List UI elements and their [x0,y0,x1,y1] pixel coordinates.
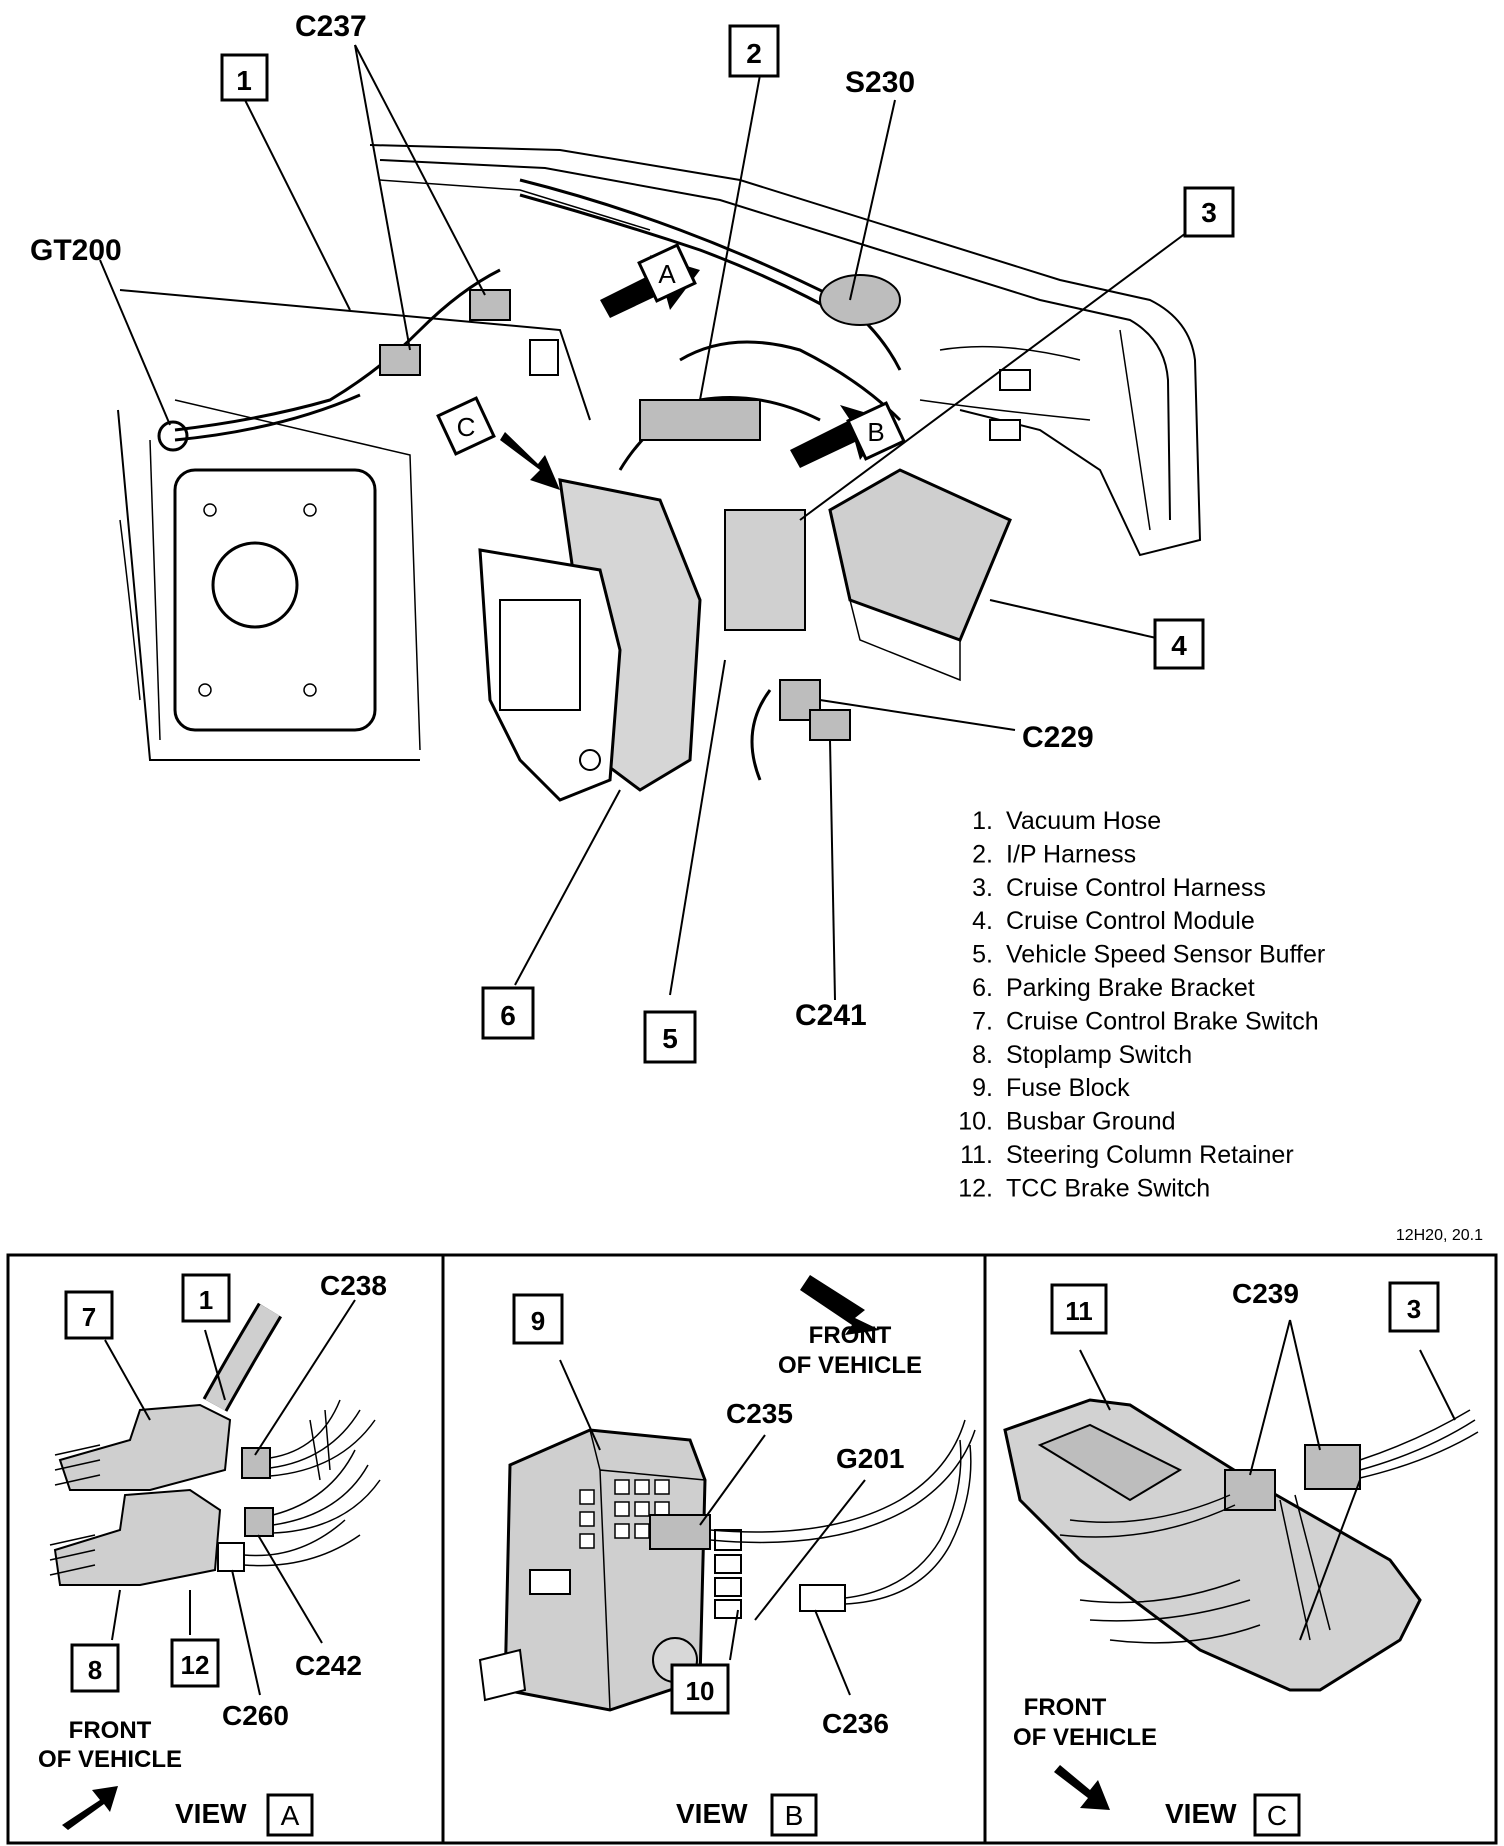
legend-label: Fuse Block [1006,1074,1130,1102]
view-marker-a: A [637,243,697,303]
view-marker-b: B [846,401,906,461]
view-c-box-3: 3 [1407,1294,1421,1324]
legend-number: 1. [972,807,993,835]
legend-label: Busbar Ground [1006,1108,1176,1136]
connector-c236 [799,1584,846,1612]
label-gt200: GT200 [30,234,122,267]
svg-text:4: 4 [1171,630,1187,661]
view-a-box-1: 1 [199,1285,213,1315]
label-c239: C239 [1232,1278,1299,1309]
legend-label: Vacuum Hose [1006,807,1161,835]
view-b-box-9: 9 [531,1306,545,1336]
legend-label: Vehicle Speed Sensor Buffer [1006,941,1325,969]
label-c241: C241 [795,999,867,1032]
view-c-front-1: FRONT [1024,1694,1107,1721]
connector-c242 [244,1507,274,1537]
leader-lines-main [99,44,1191,1001]
views-frame [6,1253,1498,1845]
view-marker-c: C [436,396,496,456]
label-c260: C260 [222,1700,289,1731]
callout-box-5: 5 [643,1010,697,1064]
legend-number: 5. [972,941,993,969]
svg-text:3: 3 [1201,197,1217,228]
legend-number: 11. [960,1141,993,1169]
view-b-title: VIEW [676,1798,748,1829]
callout-box-1: 1 [220,53,269,102]
legend-number: 6. [972,974,993,1002]
label-c229: C229 [1022,721,1094,754]
label-c236: C236 [822,1708,889,1739]
view-c-box-11: 11 [1065,1296,1093,1326]
legend-label: Parking Brake Bracket [1006,974,1255,1002]
connector-c239-b [1304,1444,1361,1490]
callouts-main: C237 GT200 S230 C229 C241 1 2 3 4 5 6 [30,10,1235,1064]
view-a-letter: A [281,1800,300,1831]
svg-text:1: 1 [236,65,252,96]
view-c-title: VIEW [1165,1798,1237,1829]
legend-label: I/P Harness [1006,840,1136,868]
view-a-box-8: 8 [88,1655,102,1685]
connector-c239-a [1224,1469,1276,1511]
label-c235: C235 [726,1398,793,1429]
svg-text:C: C [457,412,476,442]
legend-label: Stoplamp Switch [1006,1041,1192,1069]
legend-label: Cruise Control Brake Switch [1006,1007,1319,1035]
view-b-panel: FRONT OF VEHICLE 9 10 C235 G201 C236 VIE… [478,1275,976,1837]
svg-text:A: A [658,259,676,289]
view-b-front-2: OF VEHICLE [778,1352,922,1379]
svg-text:2: 2 [746,38,762,69]
callout-box-2: 2 [728,24,780,78]
view-a-box-7: 7 [82,1302,96,1332]
legend: 1. Vacuum Hose 2. I/P Harness 3. Cruise Contr… [958,807,1325,1202]
legend-label: Cruise Control Harness [1006,874,1266,902]
callout-box-6: 6 [481,986,535,1040]
legend-label: TCC Brake Switch [1006,1174,1210,1202]
legend-label: Cruise Control Module [1006,907,1255,935]
callout-box-4: 4 [1153,618,1205,670]
legend-number: 4. [972,907,993,935]
legend-number: 12. [958,1174,993,1202]
main-illustration [117,144,1202,802]
view-b-front-1: FRONT [809,1322,892,1349]
legend-number: 9. [972,1074,993,1102]
svg-text:6: 6 [500,1000,516,1031]
view-c-panel: 11 3 C239 FRONT OF VEHICLE VIEW C [1003,1278,1479,1837]
view-a-box-12: 12 [181,1650,210,1680]
view-b-letter: B [785,1800,804,1831]
figure-code: 12H20, 20.1 [1396,1227,1483,1244]
label-s230: S230 [845,66,915,99]
view-c-front-2: OF VEHICLE [1013,1724,1157,1751]
callout-box-3: 3 [1183,186,1235,238]
connector-c235 [649,1514,711,1550]
svg-text:B: B [867,417,884,447]
view-a-panel: 7 1 8 12 C238 C242 C260 FRONT OF VEHICLE… [38,1270,387,1837]
view-c-front-arrow-icon [1054,1765,1110,1810]
legend-number: 3. [972,874,993,902]
connector-c260 [217,1542,245,1572]
svg-text:5: 5 [662,1023,678,1054]
label-c238: C238 [320,1270,387,1301]
view-a-front-1: FRONT [69,1717,152,1744]
legend-label: Steering Column Retainer [1006,1141,1294,1169]
view-b-box-10: 10 [686,1676,715,1706]
view-c-letter: C [1267,1800,1287,1831]
view-a-front-2: OF VEHICLE [38,1746,182,1773]
label-c242: C242 [295,1650,362,1681]
view-b-front-arrow-icon [800,1275,880,1335]
legend-number: 7. [972,1007,993,1035]
legend-number: 2. [972,840,993,868]
view-a-title: VIEW [175,1798,247,1829]
legend-number: 10. [958,1108,993,1136]
view-a-front-arrow-icon [62,1786,118,1830]
legend-number: 8. [972,1041,993,1069]
label-g201: G201 [836,1443,905,1474]
label-c237: C237 [295,10,367,43]
